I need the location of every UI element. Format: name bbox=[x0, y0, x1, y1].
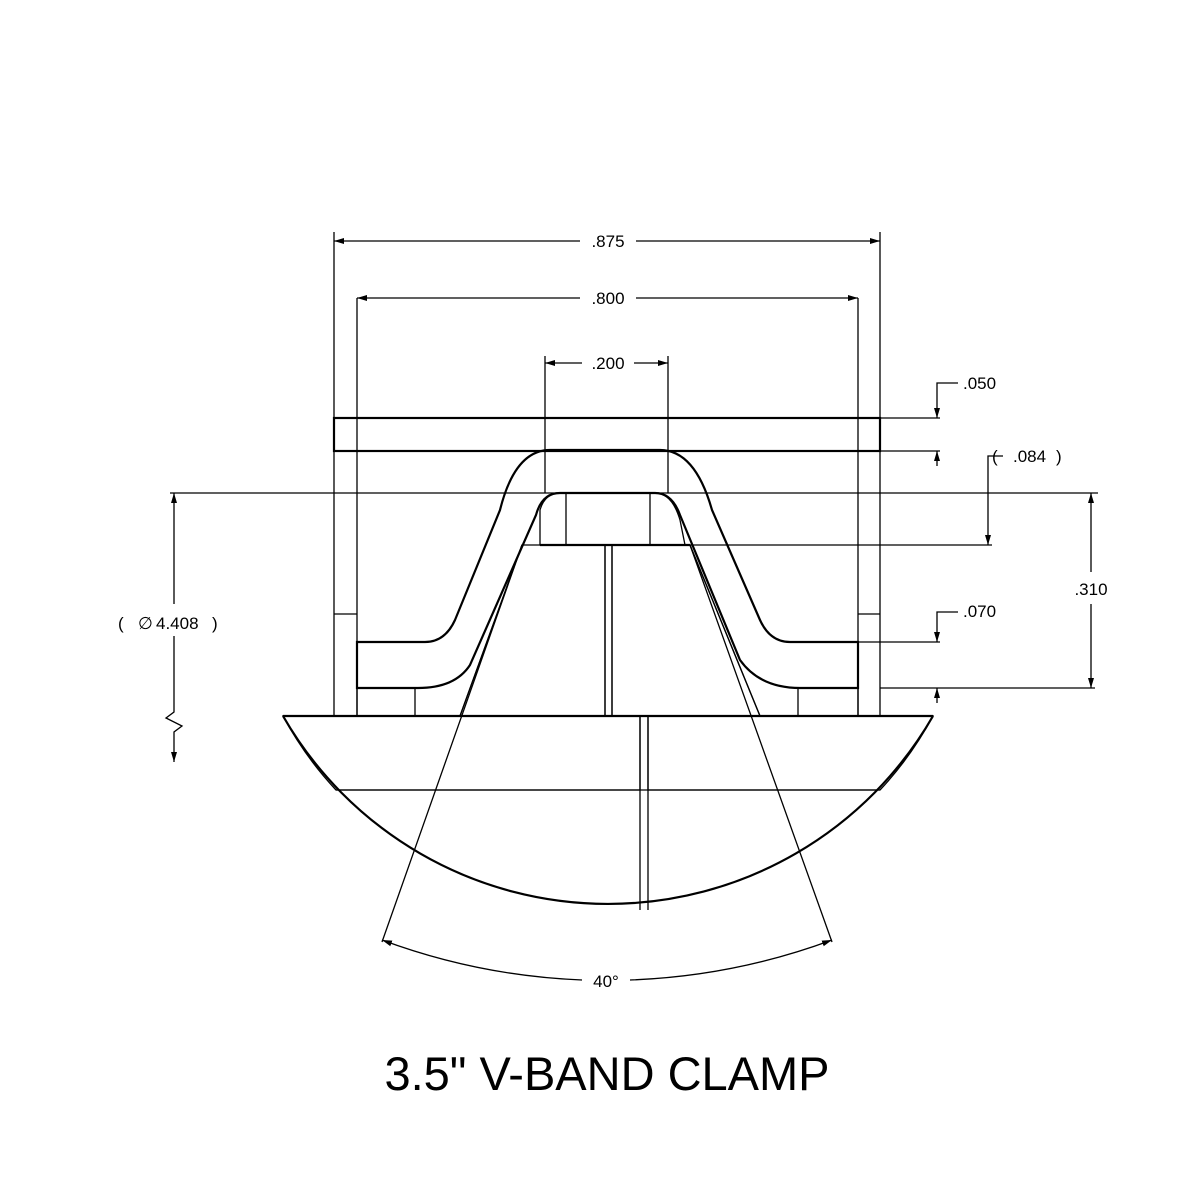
dim-800: .800 bbox=[357, 289, 858, 308]
dim-angle: 40° bbox=[381, 544, 833, 991]
dim-diameter-symbol: ∅ bbox=[138, 614, 153, 633]
dim-310: .310 bbox=[170, 492, 1108, 688]
dim-label-084: .084 bbox=[1013, 447, 1046, 466]
dim-070: .070 bbox=[858, 602, 1095, 703]
dim-label-800: .800 bbox=[591, 289, 624, 308]
outer-band bbox=[332, 298, 882, 716]
flange-section bbox=[281, 544, 935, 910]
dim-label-050: .050 bbox=[963, 374, 996, 393]
dim-label-angle: 40° bbox=[593, 972, 619, 991]
dim-diameter-close: ) bbox=[212, 614, 218, 633]
dim-label-875: .875 bbox=[591, 232, 624, 251]
dim-diameter: ( ∅ 4.408 ) bbox=[118, 493, 218, 762]
v-band-body bbox=[355, 448, 860, 690]
dim-label-070: .070 bbox=[963, 602, 996, 621]
dim-label-diameter: 4.408 bbox=[156, 614, 199, 633]
dim-084: ( .084 ) bbox=[690, 447, 1062, 546]
flange-body-right bbox=[611, 544, 935, 791]
dim-050: .050 bbox=[740, 374, 996, 466]
dim-200: .200 bbox=[544, 354, 669, 493]
dim-label-200: .200 bbox=[591, 354, 624, 373]
dim-label-310: .310 bbox=[1074, 580, 1107, 599]
v-band-profile bbox=[355, 448, 860, 716]
dim-label-084-close: ) bbox=[1056, 447, 1062, 466]
dim-label-084-open: ( bbox=[992, 447, 998, 466]
dim-diameter-open: ( bbox=[118, 614, 124, 633]
drawing-title: 3.5" V-BAND CLAMP bbox=[384, 1047, 829, 1100]
dim-875: .875 bbox=[333, 232, 881, 418]
flange-body bbox=[281, 544, 641, 791]
